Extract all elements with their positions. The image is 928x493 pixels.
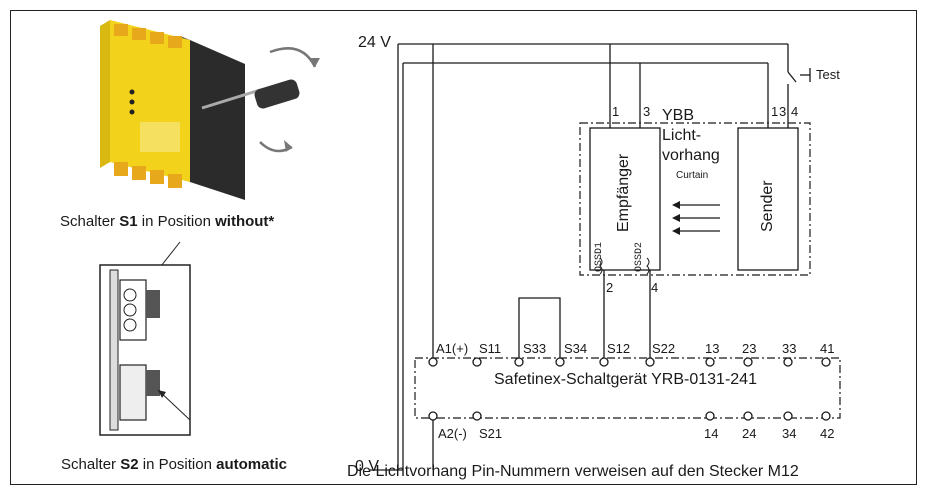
outer-frame	[10, 10, 917, 485]
ossd2-label: OSSD2	[634, 241, 645, 272]
receiver-pin-2: 2	[606, 280, 614, 295]
terminal-33: 33	[782, 341, 797, 356]
sender-pin-4: 4	[791, 104, 799, 119]
sender-pin-3: 3	[779, 104, 787, 119]
title-line-2: Licht-	[662, 127, 702, 144]
sender-box	[737, 127, 799, 271]
terminal-s33: S33	[523, 341, 547, 356]
terminal-s34: S34	[564, 341, 588, 356]
light-curtain-housing	[579, 122, 811, 276]
receiver-pin-3: 3	[643, 104, 651, 119]
label-test: Test	[816, 67, 840, 82]
sender-pin-1: 1	[771, 104, 779, 119]
switch-s2-caption: Schalter S2 in Position automatic	[61, 456, 287, 473]
relay-name: Safetinex-Schaltgerät YRB-0131-241	[494, 371, 757, 388]
terminal-a1: A1(+)	[436, 341, 469, 356]
receiver-pin-1: 1	[612, 104, 620, 119]
label-0v: 0 V	[355, 458, 380, 475]
relay-housing	[414, 357, 841, 419]
switch-panel-illustration	[99, 241, 191, 436]
footnote: Die Lichtvorhang Pin-Nummern verweisen a…	[347, 463, 799, 480]
terminal-41: 41	[820, 341, 835, 356]
terminal-s11: S11	[479, 341, 502, 356]
light-curtain-title: YBB Licht- vorhang	[662, 106, 720, 166]
light-beam-arrows	[675, 204, 720, 232]
title-line-3: vorhang	[662, 147, 720, 164]
terminal-s22: S22	[652, 341, 676, 356]
relay-top-terminals	[428, 357, 831, 367]
receiver-label: Empfänger	[615, 153, 632, 232]
relay-bottom-terminals	[428, 411, 831, 421]
safety-relay-photo	[100, 20, 320, 200]
terminal-s21: S21	[479, 426, 503, 441]
terminal-42: 42	[820, 426, 835, 441]
ossd1-label: OSSD1	[594, 241, 605, 272]
terminal-14: 14	[704, 426, 719, 441]
title-line-1: YBB	[662, 107, 695, 124]
label-24v: 24 V	[358, 34, 391, 51]
terminal-34: 34	[782, 426, 797, 441]
terminal-23: 23	[742, 341, 757, 356]
terminal-24: 24	[742, 426, 757, 441]
terminal-s12: S12	[607, 341, 631, 356]
sender-label: Sender	[759, 180, 776, 232]
terminal-13: 13	[705, 341, 720, 356]
receiver-pin-4: 4	[651, 280, 659, 295]
receiver-box	[589, 127, 661, 271]
terminal-a2: A2(-)	[438, 426, 467, 441]
switch-s1-caption: Schalter S1 in Position without*	[60, 213, 275, 230]
light-curtain-subtitle: Curtain	[676, 170, 709, 181]
